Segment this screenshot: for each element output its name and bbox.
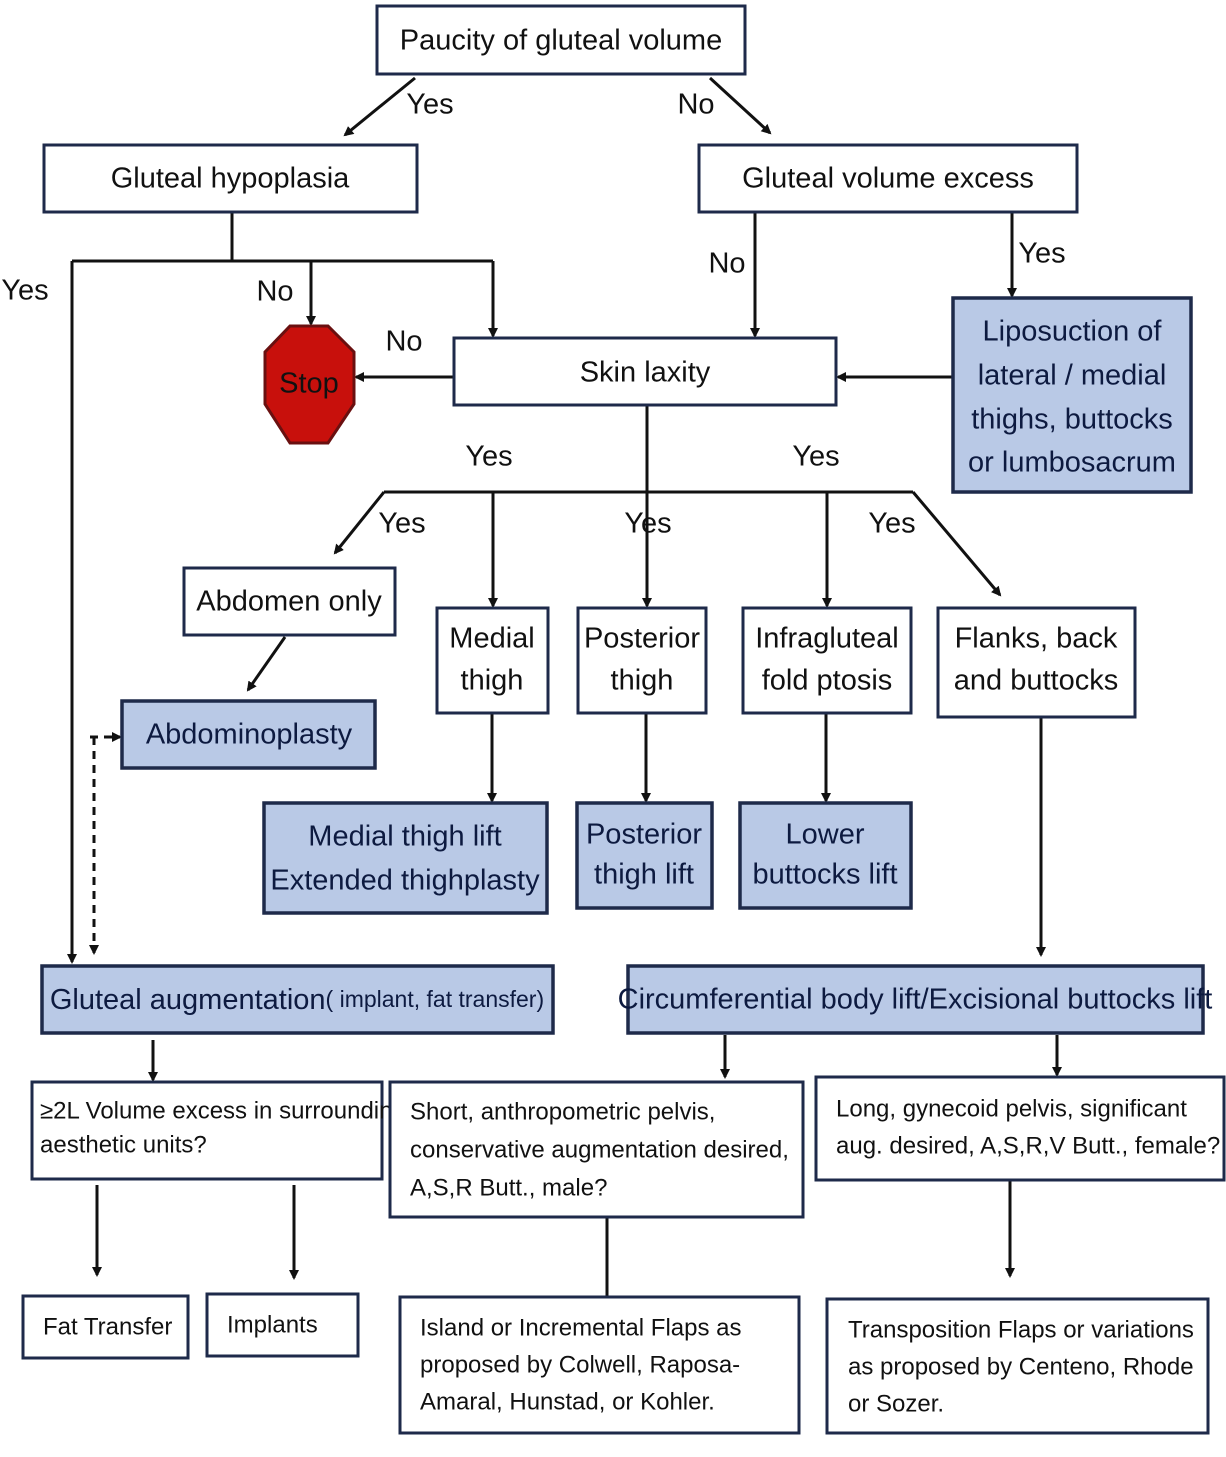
node-long-pelvis-question: Long, gynecoid pelvis, significant aug. d… [814,1075,1226,1182]
node-hypoplasia: Gluteal hypoplasia [42,143,419,214]
label-yes: Yes [465,441,512,473]
svg-text:thigh: thigh [461,665,524,697]
svg-text:lateral / medial: lateral / medial [978,360,1167,392]
svg-text:aug. desired, A,S,R,V Butt., f: aug. desired, A,S,R,V Butt., female? [836,1132,1220,1159]
node-posterior-thigh: Posterior thigh [576,606,708,715]
node-skin-laxity: Skin laxity [452,336,838,407]
svg-text:Gluteal volume excess: Gluteal volume excess [742,163,1034,195]
node-lower-buttocks-lift: Lower buttocks lift [738,801,913,910]
svg-text:Circumferential body lift/Exci: Circumferential body lift/Excisional but… [618,984,1213,1016]
label-yes: Yes [406,89,453,121]
label-yes: Yes [624,508,671,540]
arrow-connector [343,76,416,137]
node-posterior-thigh-lift: Posterior thigh lift [575,801,714,910]
label-no: No [677,89,714,121]
svg-text:Infragluteal: Infragluteal [755,623,899,655]
label-yes: Yes [1,275,48,307]
svg-text:Amaral, Hunstad, or Kohler.: Amaral, Hunstad, or Kohler. [420,1388,715,1415]
node-short-pelvis-question: Short, anthropometric pelvis, conservativ… [388,1080,805,1219]
svg-text:Liposuction of: Liposuction of [983,316,1163,348]
svg-text:Posterior: Posterior [584,623,700,655]
svg-text:Medial thigh lift: Medial thigh lift [308,821,501,853]
svg-text:thigh lift: thigh lift [594,859,694,891]
edge-labels: Yes No Yes No No No Yes Yes Yes Yes Yes … [1,89,1065,540]
node-infragluteal: Infragluteal fold ptosis [741,606,913,715]
svg-text:Short, anthropometric pelvis,: Short, anthropometric pelvis, [410,1098,715,1125]
arrow-connector [708,76,772,135]
svg-text:Medial: Medial [449,623,534,655]
svg-text:as proposed by Centeno, Rhode: as proposed by Centeno, Rhode [848,1353,1194,1380]
svg-text:conservative augmentation desi: conservative augmentation desired, [410,1136,789,1163]
svg-text:A,S,R Butt., male?: A,S,R Butt., male? [410,1174,607,1201]
svg-text:≥2L Volume excess in surroundi: ≥2L Volume excess in surrounding [40,1097,406,1124]
svg-text:Flanks, back: Flanks, back [955,623,1118,655]
node-gluteal-augmentation: Gluteal augmentation( implant, fat trans… [40,964,555,1035]
svg-text:aesthetic units?: aesthetic units? [40,1131,207,1158]
svg-text:fold ptosis: fold ptosis [762,665,893,697]
node-stop: Stop [263,324,356,445]
svg-text:Lower: Lower [786,819,865,851]
svg-text:Long, gynecoid pelvis, signifi: Long, gynecoid pelvis, significant [836,1095,1187,1122]
svg-text:Stop: Stop [279,368,339,400]
svg-text:thigh: thigh [611,665,674,697]
arrow-connector [246,636,287,692]
node-island-flaps: Island or Incremental Flaps as proposed b… [398,1295,801,1435]
node-paucity: Paucity of gluteal volume [375,4,747,76]
label-no: No [708,248,745,280]
svg-text:or lumbosacrum: or lumbosacrum [968,447,1176,479]
svg-text:or Sozer.: or Sozer. [848,1390,944,1417]
svg-text:Skin laxity: Skin laxity [580,357,711,389]
svg-text:Paucity of gluteal volume: Paucity of gluteal volume [400,25,722,57]
arrow-connector [333,491,386,555]
stop-octagon [263,324,356,445]
label-yes: Yes [868,508,915,540]
svg-text:Abdominoplasty: Abdominoplasty [146,719,353,751]
node-liposuction: Liposuction of lateral / medial thighs, bu… [951,296,1193,494]
svg-text:Transposition Flaps or variati: Transposition Flaps or variations [848,1316,1194,1343]
node-excess: Gluteal volume excess [697,143,1079,214]
svg-text:Posterior: Posterior [586,819,702,851]
label-yes: Yes [1018,238,1065,270]
node-implants: Implants [205,1292,360,1358]
node-medial-thigh: Medial thigh [435,606,550,715]
svg-text:Implants: Implants [227,1311,318,1338]
label-no: No [385,326,422,358]
svg-text:Extended thighplasty: Extended thighplasty [270,865,540,897]
svg-text:Gluteal hypoplasia: Gluteal hypoplasia [111,163,350,195]
svg-text:Gluteal augmentation( implant,: Gluteal augmentation( implant, fat trans… [50,984,544,1016]
node-transposition-flaps: Transposition Flaps or variations as prop… [825,1297,1210,1435]
svg-text:Abdomen only: Abdomen only [196,586,382,618]
node-volume-excess-question: ≥2L Volume excess in surrounding aestheti… [30,1080,406,1181]
svg-text:proposed by Colwell, Raposa-: proposed by Colwell, Raposa- [420,1351,740,1378]
node-abdomen-only: Abdomen only [182,566,397,637]
label-yes: Yes [792,441,839,473]
node-abdominoplasty: Abdominoplasty [120,699,377,770]
label-no: No [256,276,293,308]
svg-text:Fat Transfer: Fat Transfer [43,1313,172,1340]
node-circumferential: Circumferential body lift/Excisional but… [618,964,1213,1035]
label-yes: Yes [378,508,425,540]
svg-text:thighs, buttocks: thighs, buttocks [971,404,1173,436]
arrow-connector [911,491,1002,597]
node-fat-transfer: Fat Transfer [21,1294,190,1360]
connectors [67,76,1062,1297]
node-flanks: Flanks, back and buttocks [936,606,1137,719]
svg-text:buttocks lift: buttocks lift [752,859,897,891]
svg-text:Island or Incremental Flaps as: Island or Incremental Flaps as [420,1314,741,1341]
svg-text:and buttocks: and buttocks [954,665,1118,697]
